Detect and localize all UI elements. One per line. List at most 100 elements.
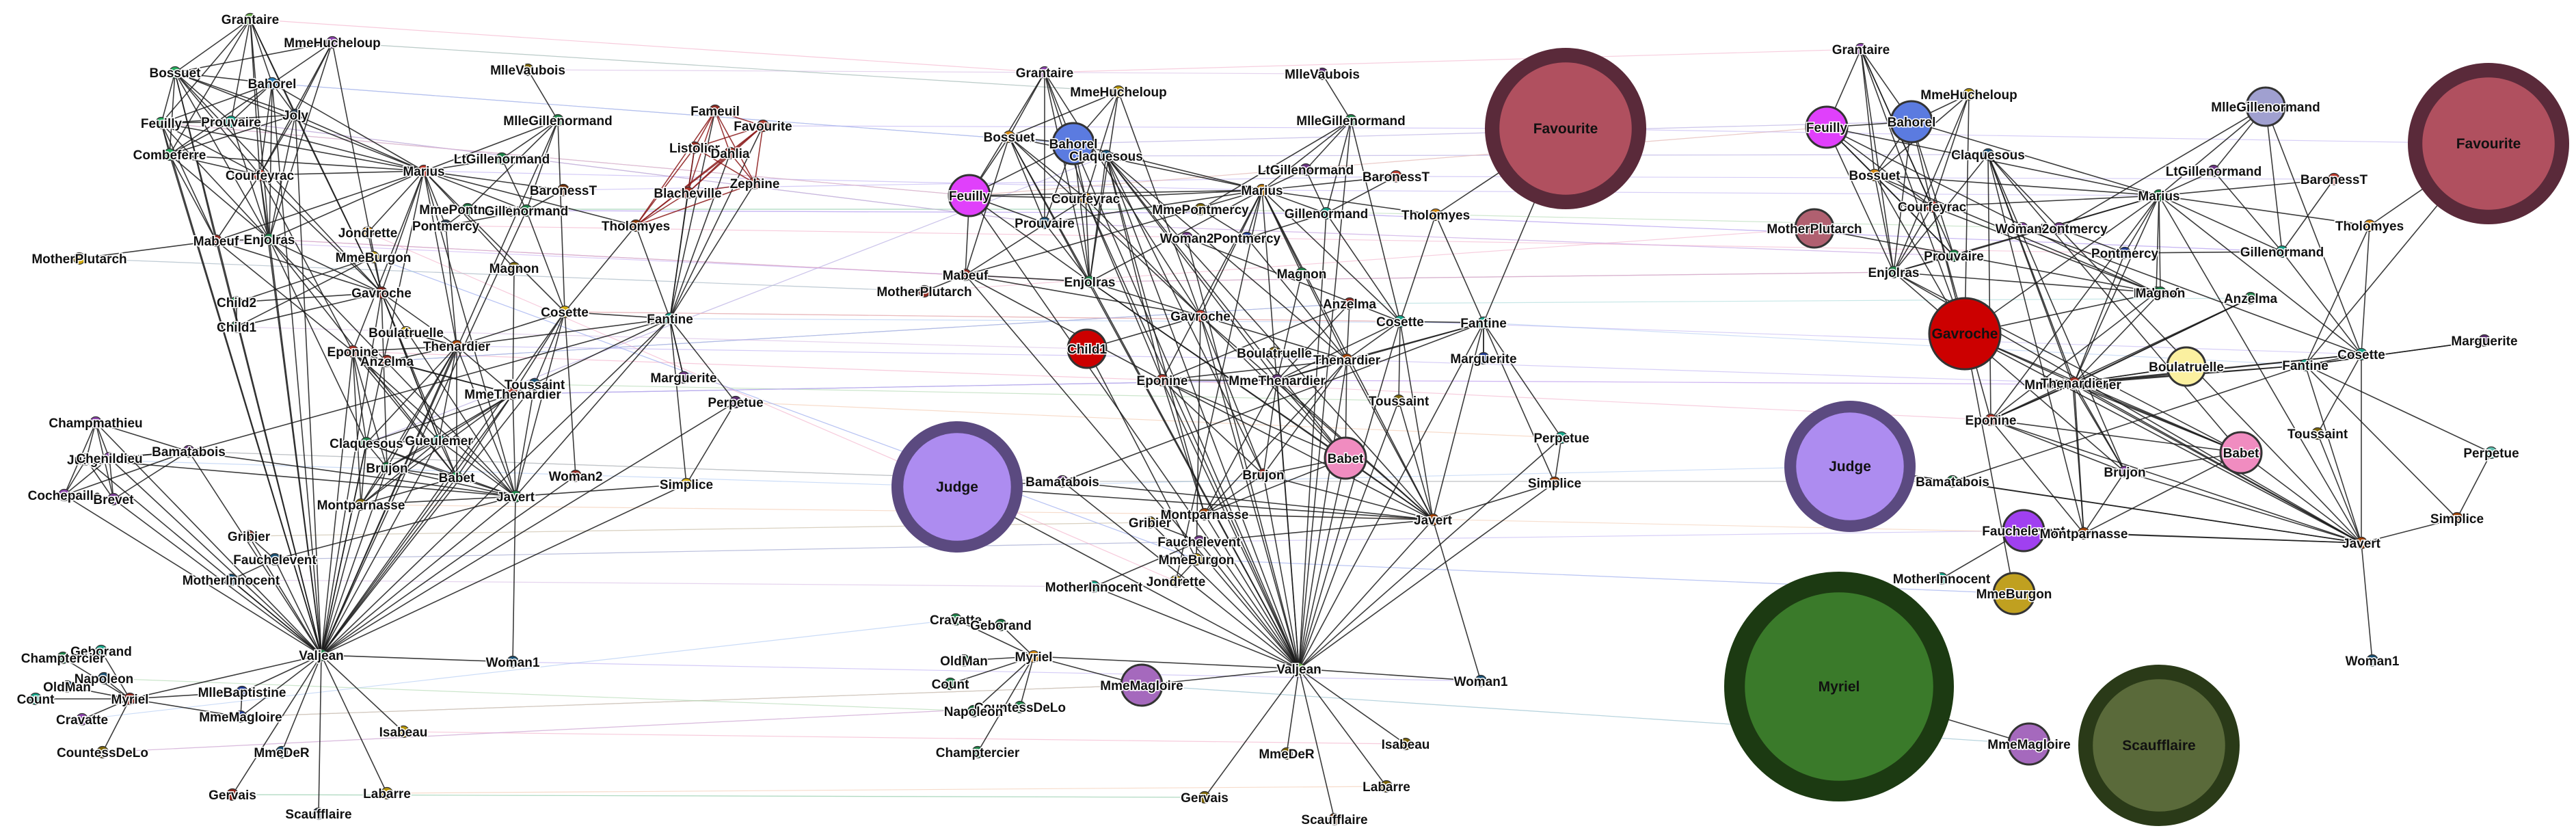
node-champmathieu[interactable] bbox=[89, 416, 103, 429]
node-myriel[interactable] bbox=[1745, 592, 1933, 781]
node-grantaire[interactable] bbox=[1038, 66, 1051, 79]
node-enjolras[interactable] bbox=[1083, 275, 1097, 289]
node-scaufflaire[interactable] bbox=[312, 807, 325, 821]
node-claquesous[interactable] bbox=[1981, 148, 1995, 161]
node-baronesst[interactable] bbox=[2327, 172, 2341, 186]
node-gueulemer[interactable] bbox=[432, 434, 446, 447]
node-baronesst[interactable] bbox=[1389, 170, 1403, 183]
node-magnon[interactable] bbox=[507, 261, 521, 275]
node-fauchelevent[interactable] bbox=[268, 553, 282, 566]
node-anzelma[interactable] bbox=[380, 354, 394, 368]
node-eponine[interactable] bbox=[346, 345, 360, 358]
node-mmepontmercy[interactable] bbox=[2052, 222, 2066, 235]
node-simplice[interactable] bbox=[680, 477, 693, 491]
node-favourite[interactable] bbox=[1499, 62, 1632, 195]
node-motherplutarch[interactable] bbox=[72, 252, 86, 265]
node-fauchelevent[interactable] bbox=[2002, 509, 2045, 553]
node-motherinnocent[interactable] bbox=[224, 573, 238, 587]
node-napoleon[interactable] bbox=[967, 704, 980, 718]
node-mmehucheloup[interactable] bbox=[1112, 85, 1125, 98]
node-scaufflaire[interactable] bbox=[1328, 812, 1341, 826]
node-mabeuf[interactable] bbox=[958, 268, 972, 282]
node-mmemagloire[interactable] bbox=[234, 710, 247, 723]
node-toussaint[interactable] bbox=[1392, 394, 1406, 408]
node-boulatruelle[interactable] bbox=[2166, 346, 2207, 387]
node-myriel[interactable] bbox=[123, 692, 137, 706]
node-toussaint[interactable] bbox=[528, 377, 541, 391]
node-mmethenardier[interactable] bbox=[506, 387, 520, 401]
node-favourite[interactable] bbox=[2422, 77, 2555, 210]
node-babet[interactable] bbox=[1324, 436, 1367, 480]
node-gillenormand[interactable] bbox=[520, 204, 533, 217]
node-isabeau[interactable] bbox=[397, 725, 410, 739]
node-ltgillenormand[interactable] bbox=[1299, 163, 1313, 176]
node-claquesous[interactable] bbox=[360, 436, 373, 450]
node-javert[interactable] bbox=[1426, 513, 1440, 527]
node-myriel[interactable] bbox=[1027, 650, 1041, 663]
node-motherinnocent[interactable] bbox=[1087, 580, 1101, 594]
node-mllevaubois[interactable] bbox=[521, 63, 535, 77]
node-boulatruelle[interactable] bbox=[399, 326, 413, 339]
node-babet[interactable] bbox=[2219, 431, 2263, 475]
node-judge[interactable] bbox=[1796, 412, 1904, 520]
node-bamatabois[interactable] bbox=[1946, 475, 1959, 488]
node-zephine[interactable] bbox=[748, 176, 762, 190]
node-courfeyrac[interactable] bbox=[1925, 200, 1939, 213]
node-mmeburgon[interactable] bbox=[366, 250, 380, 264]
node-pontmercy[interactable] bbox=[1240, 231, 1254, 245]
node-cravatte[interactable] bbox=[75, 713, 89, 726]
node-labarre[interactable] bbox=[380, 786, 394, 800]
node-anzelma[interactable] bbox=[1343, 297, 1356, 310]
node-mllebaptistine[interactable] bbox=[235, 685, 249, 699]
node-oldman[interactable] bbox=[957, 654, 971, 667]
node-cravatte[interactable] bbox=[949, 613, 963, 626]
node-geborand[interactable] bbox=[94, 644, 108, 658]
node-grantaire[interactable] bbox=[243, 12, 257, 26]
node-mmeburgon[interactable] bbox=[1992, 572, 2036, 615]
node-eponine[interactable] bbox=[1155, 373, 1169, 387]
node-mabeuf[interactable] bbox=[209, 234, 223, 248]
node-magnon[interactable] bbox=[2154, 286, 2167, 300]
node-feuilly[interactable] bbox=[948, 174, 991, 217]
node-countessdelo[interactable] bbox=[96, 745, 109, 759]
node-dahlia[interactable] bbox=[723, 146, 737, 160]
node-geborand[interactable] bbox=[994, 618, 1008, 632]
node-perpetue[interactable] bbox=[2484, 446, 2498, 460]
node-judge[interactable] bbox=[903, 433, 1011, 541]
node-child1[interactable] bbox=[230, 320, 243, 334]
node-favourite[interactable] bbox=[756, 119, 770, 133]
node-gavroche[interactable] bbox=[1194, 309, 1207, 323]
node-scaufflaire[interactable] bbox=[2093, 679, 2225, 812]
node-fantine[interactable] bbox=[2298, 358, 2312, 372]
node-gillenormand[interactable] bbox=[2275, 245, 2289, 258]
node-judge[interactable] bbox=[79, 453, 93, 466]
node-count[interactable] bbox=[943, 677, 957, 691]
node-motherinnocent[interactable] bbox=[1935, 572, 1948, 585]
node-claquesous[interactable] bbox=[1099, 149, 1113, 163]
node-bahorel[interactable] bbox=[1051, 122, 1095, 165]
node-gribier[interactable] bbox=[1143, 516, 1157, 529]
node-bossuet[interactable] bbox=[1868, 168, 1881, 182]
node-oldman[interactable] bbox=[60, 680, 74, 693]
node-brujon[interactable] bbox=[380, 461, 394, 475]
node-fantine[interactable] bbox=[663, 312, 677, 326]
node-thenardier[interactable] bbox=[1340, 353, 1354, 367]
node-joly[interactable] bbox=[289, 108, 302, 122]
node-bossuet[interactable] bbox=[168, 66, 182, 79]
node-mllegillenormand[interactable] bbox=[551, 114, 565, 127]
node-valjean[interactable] bbox=[314, 648, 328, 662]
node-gavroche[interactable] bbox=[375, 286, 388, 300]
node-mmeder[interactable] bbox=[1280, 747, 1293, 760]
node-champtercier[interactable] bbox=[971, 745, 984, 759]
node-bahorel[interactable] bbox=[265, 77, 279, 90]
node-toussaint[interactable] bbox=[2311, 427, 2324, 440]
node-montparnasse[interactable] bbox=[2077, 527, 2091, 540]
node-valjean[interactable] bbox=[1292, 662, 1306, 676]
node-gillenormand[interactable] bbox=[1319, 207, 1333, 220]
node-pontmercy[interactable] bbox=[2118, 246, 2132, 260]
node-prouvaire[interactable] bbox=[1947, 249, 1961, 263]
node-gribier[interactable] bbox=[242, 529, 256, 543]
node-isabeau[interactable] bbox=[1399, 737, 1412, 751]
node-child1[interactable] bbox=[1066, 328, 1108, 369]
node-cochepaille[interactable] bbox=[57, 488, 71, 502]
